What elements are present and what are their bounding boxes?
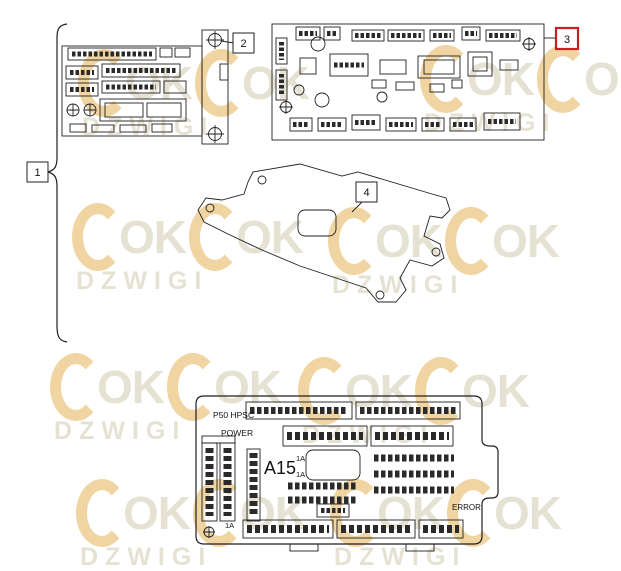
callout-2-leader (220, 40, 235, 44)
left-terminal-connectors (201, 435, 261, 522)
board-foot (289, 543, 319, 552)
plate-slot (297, 209, 337, 237)
mounting-plate-4: 4 (197, 163, 451, 303)
callout-1-label: 1 (34, 167, 40, 179)
board-rating-sup: 1A (296, 454, 305, 463)
mounting-hole (522, 37, 536, 51)
board-error-label: ERROR (452, 503, 481, 512)
board-model-label: P50 HPSC (213, 410, 254, 420)
plate-hole (431, 247, 441, 257)
bottom-terminal-strips (242, 519, 464, 539)
callout-3-label: 3 (564, 34, 570, 46)
plate-hole (375, 290, 385, 300)
top-terminal-strips (245, 401, 461, 447)
mounting-hole (206, 31, 224, 49)
callout-4-box (355, 181, 378, 203)
main-board: P50 HPSC POWER A15 1A 1A 1A ERROR (195, 395, 499, 552)
plate-outline (197, 163, 451, 303)
board-power-label: POWER (221, 428, 253, 438)
connector-blocks (65, 47, 191, 133)
jumper-grids (288, 449, 454, 518)
plate-hole (205, 203, 215, 213)
connector-blocks-bottom (289, 112, 521, 132)
plate-hole (257, 175, 267, 185)
callout-4-label: 4 (363, 187, 369, 199)
callout-1-box (26, 161, 49, 183)
board-rating-left: 1A (225, 521, 234, 530)
board-designator: A15 (264, 458, 296, 478)
pcb-board-3: 3 (271, 23, 580, 141)
pcb-board-2: 2 (61, 29, 255, 145)
callout-1-brace (45, 23, 68, 343)
board-foot (405, 543, 435, 552)
ic-components (275, 36, 519, 108)
mounting-hole (206, 125, 224, 143)
connector-blocks-top (295, 26, 521, 42)
callout-4-leader (351, 201, 363, 213)
callout-2-label: 2 (240, 38, 246, 50)
callout-1: 1 (26, 23, 68, 343)
mounting-hole (203, 526, 215, 538)
mounting-hole (279, 100, 293, 114)
board-rating-sub: 1A (296, 470, 305, 479)
